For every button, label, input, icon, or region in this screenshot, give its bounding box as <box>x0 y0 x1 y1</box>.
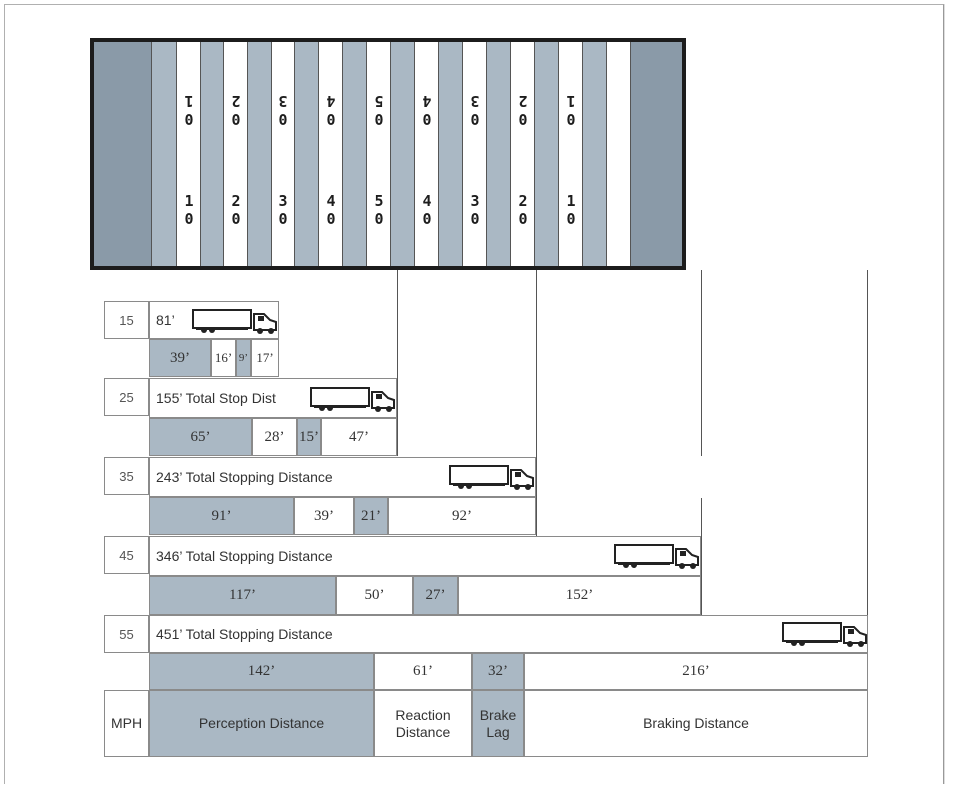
field-strip <box>367 42 391 266</box>
field-strip <box>201 42 224 266</box>
yard-number-top: 0 4 <box>422 92 432 128</box>
field-strip <box>583 42 607 266</box>
yard-number-top: 0 1 <box>184 92 194 128</box>
reaction-segment: 28’ <box>252 418 297 456</box>
yard-number-bottom: 3 0 <box>278 192 288 228</box>
perception-segment: 117’ <box>149 576 336 615</box>
perception-segment: 91’ <box>149 497 294 535</box>
header-braking: Braking Distance <box>524 690 868 757</box>
end-zone-left <box>94 42 152 266</box>
end-zone-right <box>631 42 682 266</box>
yard-number-top: 0 2 <box>231 92 241 128</box>
perception-segment: 142’ <box>149 653 374 690</box>
semi-truck-icon <box>614 544 699 569</box>
total-distance-label: 451’ Total Stopping Distance <box>149 615 868 653</box>
yard-number-bottom: 4 0 <box>326 192 336 228</box>
yard-number-top: 0 5 <box>374 92 384 128</box>
total-distance-label: 346’ Total Stopping Distance <box>149 536 701 576</box>
field-strip <box>487 42 511 266</box>
yard-number-top: 0 3 <box>278 92 288 128</box>
yard-number-top: 0 1 <box>566 92 576 128</box>
header-reaction: Reaction Distance <box>374 690 472 757</box>
football-field: 0 1 0 2 0 3 0 4 0 5 0 4 0 3 0 2 0 1 1 0 … <box>90 38 686 270</box>
field-strip <box>607 42 631 266</box>
guide-line <box>701 270 702 456</box>
brake-lag-segment: 27’ <box>413 576 458 615</box>
diagram-frame <box>4 4 944 784</box>
field-strip <box>319 42 343 266</box>
braking-segment: 92’ <box>388 497 536 535</box>
semi-truck-icon <box>449 465 534 490</box>
header-perception: Perception Distance <box>149 690 374 757</box>
guide-line <box>701 498 702 616</box>
mph-cell: 25 <box>104 378 149 416</box>
field-strip <box>415 42 439 266</box>
mph-cell: 35 <box>104 457 149 495</box>
yard-number-top: 0 3 <box>470 92 480 128</box>
braking-segment: 17’ <box>251 339 279 377</box>
yard-number-top: 0 4 <box>326 92 336 128</box>
semi-truck-icon <box>782 622 867 647</box>
header-mph: MPH <box>104 690 149 757</box>
yard-number-top: 0 2 <box>518 92 528 128</box>
field-strip <box>224 42 248 266</box>
total-distance-label: 155’ Total Stop Dist <box>149 378 397 418</box>
mph-cell: 15 <box>104 301 149 339</box>
field-strip <box>391 42 415 266</box>
field-strip <box>439 42 463 266</box>
yard-number-bottom: 4 0 <box>422 192 432 228</box>
field-strip <box>511 42 535 266</box>
yard-number-bottom: 2 0 <box>231 192 241 228</box>
brake-lag-segment: 15’ <box>297 418 321 456</box>
field-strip <box>177 42 201 266</box>
brake-lag-segment: 32’ <box>472 653 524 690</box>
reaction-segment: 16’ <box>211 339 236 377</box>
reaction-segment: 39’ <box>294 497 354 535</box>
perception-segment: 65’ <box>149 418 252 456</box>
braking-segment: 152’ <box>458 576 701 615</box>
mph-cell: 55 <box>104 615 149 653</box>
brake-lag-segment: 21’ <box>354 497 388 535</box>
semi-truck-icon <box>192 309 277 334</box>
field-strip <box>152 42 177 266</box>
header-brake-lag: Brake Lag <box>472 690 524 757</box>
brake-lag-segment: 9’ <box>236 339 251 377</box>
guide-line <box>867 270 868 615</box>
field-strip <box>272 42 295 266</box>
field-strip <box>343 42 367 266</box>
yard-number-bottom: 5 0 <box>374 192 384 228</box>
field-strip <box>463 42 487 266</box>
yard-number-bottom: 3 0 <box>470 192 480 228</box>
field-strip <box>559 42 583 266</box>
field-strip <box>248 42 272 266</box>
perception-segment: 39’ <box>149 339 211 377</box>
field-strip <box>535 42 559 266</box>
semi-truck-icon <box>310 387 395 412</box>
field-strip <box>295 42 319 266</box>
reaction-segment: 61’ <box>374 653 472 690</box>
braking-segment: 216’ <box>524 653 868 690</box>
reaction-segment: 50’ <box>336 576 413 615</box>
guide-line <box>397 270 398 456</box>
yard-number-bottom: 1 0 <box>566 192 576 228</box>
mph-cell: 45 <box>104 536 149 574</box>
guide-line <box>536 270 537 536</box>
yard-number-bottom: 2 0 <box>518 192 528 228</box>
yard-number-bottom: 1 0 <box>184 192 194 228</box>
braking-segment: 47’ <box>321 418 397 456</box>
